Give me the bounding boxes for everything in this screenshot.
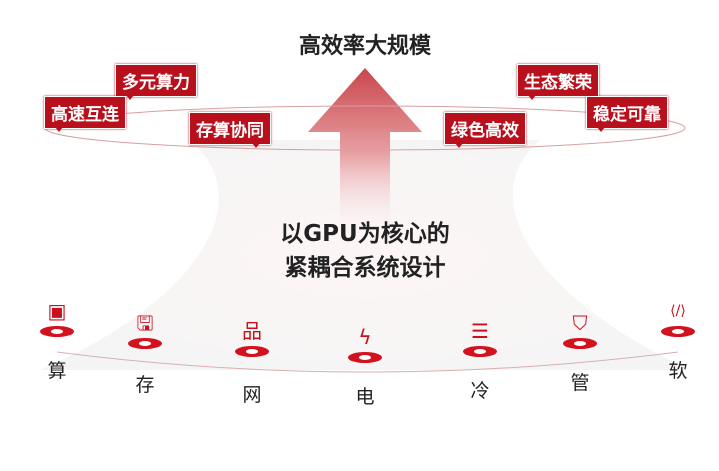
node-cooling: ☰冷	[450, 318, 510, 402]
node-software: ⟨/⟩ 软	[648, 298, 708, 382]
center-line-1: 以GPU为核心的	[280, 221, 450, 247]
node-label: 软	[668, 360, 688, 382]
storage-icon: 🖫	[136, 311, 154, 335]
code-window-icon: ⟨/⟩	[670, 303, 686, 319]
tag-ecosystem: 生态繁荣	[517, 64, 599, 100]
tag-green-efficient: 绿色高效	[444, 112, 526, 148]
tag-high-speed-interconnect: 高速互连	[44, 96, 126, 132]
bottom-curve	[56, 351, 679, 373]
title: 高效率大规模	[298, 34, 431, 59]
node-label: 电	[355, 386, 375, 408]
node-network: 品网	[222, 318, 282, 406]
network-icon: 品	[242, 319, 262, 343]
funnel-shape	[40, 140, 690, 370]
shield-icon: ⛉	[572, 311, 588, 335]
node-label: 算	[47, 360, 67, 382]
center-line-2: 紧耦合系统设计	[284, 255, 446, 281]
upward-arrow	[308, 68, 422, 240]
node-label: 网	[242, 384, 262, 406]
tag-storage-compute: 存算协同	[189, 112, 271, 148]
chip-icon: ▣	[47, 299, 67, 323]
node-label: 冷	[470, 380, 490, 402]
node-compute: ▣算	[27, 298, 87, 382]
node-label: 存	[135, 374, 155, 396]
cooling-server-icon: ☰	[471, 319, 489, 343]
node-label: 管	[570, 372, 590, 394]
node-management: ⛉管	[550, 310, 610, 394]
node-storage: 🖫存	[115, 310, 175, 396]
lightning-icon: ϟ	[358, 325, 372, 349]
tag-stable-reliable: 稳定可靠	[586, 96, 668, 132]
tag-diverse-compute: 多元算力	[115, 64, 197, 100]
